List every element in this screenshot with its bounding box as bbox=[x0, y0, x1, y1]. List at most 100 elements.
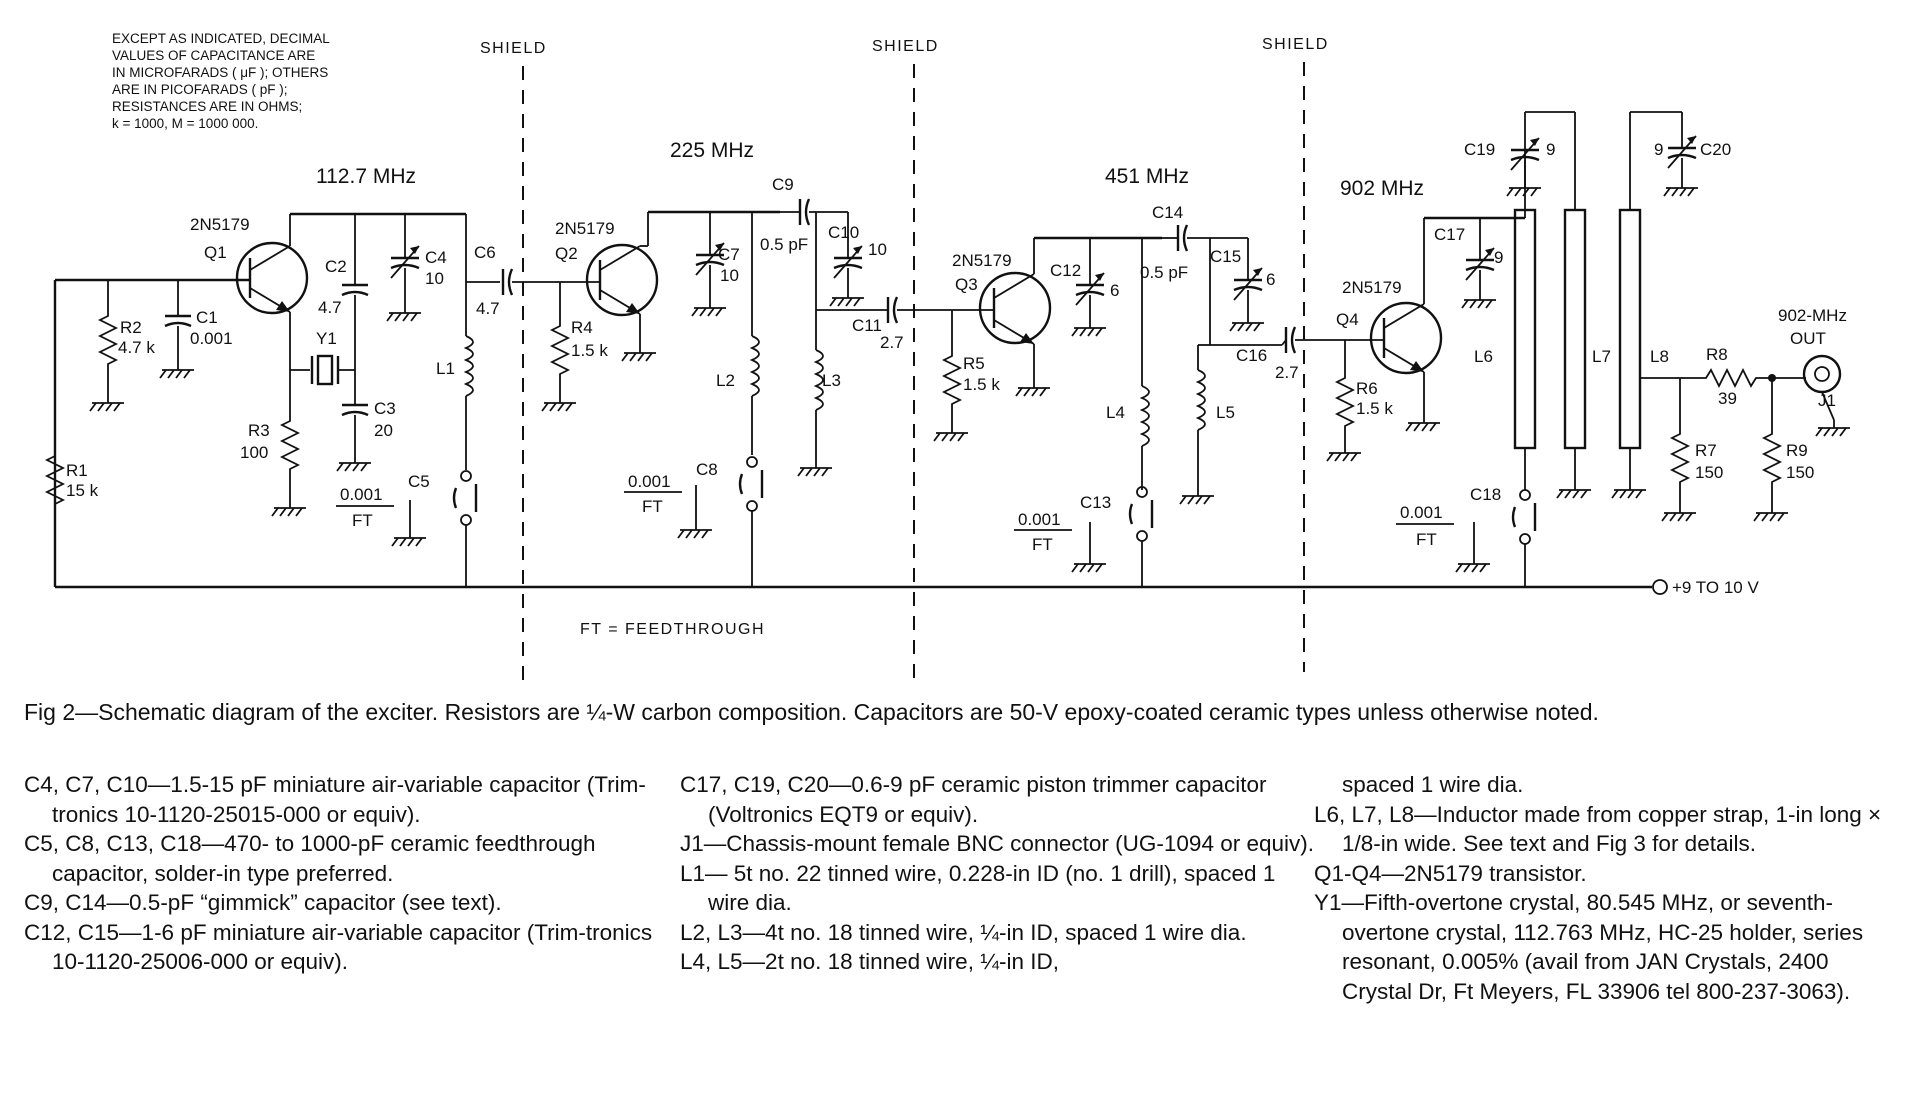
note-line: IN MICROFARADS ( μF ); OTHERS bbox=[112, 65, 328, 80]
capacitor-c1 bbox=[163, 314, 193, 328]
value-c19: 9 bbox=[1546, 140, 1555, 159]
part-note: Y1—Fifth-overtone crystal, 80.545 MHz, o… bbox=[1314, 890, 1864, 1004]
ft-label-c18: FT bbox=[1416, 530, 1437, 549]
part-note: C17, C19, C20—0.6-9 pF ceramic piston tr… bbox=[680, 772, 1267, 827]
resistor-r9 bbox=[1763, 427, 1781, 489]
feedthrough-c13 bbox=[1128, 485, 1154, 543]
label-c7: C7 bbox=[718, 245, 740, 264]
value-c14: 0.5 pF bbox=[1140, 263, 1188, 282]
out-label-2: OUT bbox=[1790, 329, 1826, 348]
q1-type: 2N5179 bbox=[190, 215, 250, 234]
label-l4: L4 bbox=[1106, 403, 1125, 422]
resistor-r3 bbox=[281, 414, 299, 476]
capacitor-c3 bbox=[340, 403, 370, 417]
out-label-1: 902-MHz bbox=[1778, 306, 1847, 325]
resistor-r2 bbox=[99, 309, 117, 371]
note-line: VALUES OF CAPACITANCE ARE bbox=[112, 48, 315, 63]
stage-q2: R4 1.5 k 2N5179 Q2 C7 10 L2 C8 0.001 FT bbox=[541, 175, 952, 587]
label-q1: Q1 bbox=[204, 243, 227, 262]
value-c15: 6 bbox=[1266, 270, 1275, 289]
label-l2: L2 bbox=[716, 371, 735, 390]
freq-stage-1: 112.7 MHz bbox=[316, 165, 416, 188]
label-l5: L5 bbox=[1216, 403, 1235, 422]
part-note: C12, C15—1-6 pF miniature air-variable c… bbox=[24, 919, 653, 975]
label-c12: C12 bbox=[1050, 261, 1081, 280]
label-c6: C6 bbox=[474, 243, 496, 262]
resistor-r4 bbox=[551, 319, 569, 381]
ft-value-c5: 0.001 bbox=[340, 485, 383, 504]
note-line: EXCEPT AS INDICATED, DECIMAL bbox=[112, 31, 330, 46]
part-note: C4, C7, C10—1.5-15 pF miniature air-vari… bbox=[24, 772, 646, 827]
label-l8: L8 bbox=[1650, 347, 1669, 366]
parts-column-2: C17, C19, C20—0.6-9 pF ceramic piston tr… bbox=[680, 770, 1314, 1006]
inductor-l5 bbox=[1197, 369, 1206, 431]
value-c3: 20 bbox=[374, 421, 393, 440]
value-r4: 1.5 k bbox=[571, 341, 608, 360]
label-r7: R7 bbox=[1695, 441, 1717, 460]
label-r4: R4 bbox=[571, 318, 593, 337]
label-r9: R9 bbox=[1786, 441, 1808, 460]
stage-q1: R1 15 k R2 4.7 k C1 0.001 2N5179 Q1 R3 1… bbox=[46, 212, 560, 587]
label-c16: C16 bbox=[1236, 346, 1267, 365]
label-r5: R5 bbox=[963, 354, 985, 373]
label-c3: C3 bbox=[374, 399, 396, 418]
value-r8: 39 bbox=[1718, 389, 1737, 408]
value-c20: 9 bbox=[1654, 140, 1663, 159]
freq-stage-2: 225 MHz bbox=[670, 139, 754, 162]
feedthrough-c18 bbox=[1511, 488, 1537, 546]
stripline-l8 bbox=[1618, 208, 1642, 450]
crystal-y1 bbox=[316, 354, 334, 386]
shield-label-1: SHIELD bbox=[480, 40, 547, 57]
units-note: EXCEPT AS INDICATED, DECIMAL VALUES OF C… bbox=[112, 31, 330, 131]
part-note: Q1-Q4—2N5179 transistor. bbox=[1314, 860, 1587, 886]
note-line: RESISTANCES ARE IN OHMS; bbox=[112, 99, 302, 114]
part-note: L4, L5—2t no. 18 tinned wire, ¼-in ID, bbox=[680, 949, 1059, 974]
transistor-q1 bbox=[235, 241, 309, 315]
inductor-l2 bbox=[751, 335, 760, 397]
part-note: C5, C8, C13, C18—470- to 1000-pF ceramic… bbox=[24, 831, 596, 886]
label-c5: C5 bbox=[408, 472, 430, 491]
label-c9: C9 bbox=[772, 175, 794, 194]
value-c4: 10 bbox=[425, 269, 444, 288]
stage-q4: R6 1.5 k 2N5179 Q4 C17 9 L6 C18 0.001 FT bbox=[1326, 111, 1851, 587]
resistor-r7 bbox=[1671, 427, 1689, 489]
label-c11: C11 bbox=[852, 316, 882, 335]
value-c7: 10 bbox=[720, 266, 739, 285]
value-c11: 2.7 bbox=[880, 333, 904, 352]
resistor-r6 bbox=[1336, 371, 1354, 433]
value-r2: 4.7 k bbox=[118, 338, 155, 357]
ft-note: FT = FEEDTHROUGH bbox=[580, 621, 765, 638]
label-l6: L6 bbox=[1474, 347, 1493, 366]
part-note: J1—Chassis-mount female BNC connector (U… bbox=[680, 831, 1314, 856]
value-r9: 150 bbox=[1786, 463, 1814, 482]
capacitor-c9 bbox=[798, 197, 811, 227]
figure-caption: Fig 2—Schematic diagram of the exciter. … bbox=[24, 699, 1599, 725]
ft-label-c5: FT bbox=[352, 511, 373, 530]
capacitor-c11 bbox=[886, 295, 899, 325]
label-c17: C17 bbox=[1434, 225, 1465, 244]
supply-terminal[interactable] bbox=[1652, 579, 1668, 595]
value-c17: 9 bbox=[1494, 248, 1503, 267]
stripline-l7 bbox=[1563, 208, 1587, 450]
label-c4: C4 bbox=[425, 248, 447, 267]
freq-stage-3: 451 MHz bbox=[1105, 165, 1189, 188]
stage-q3: R5 1.5 k 2N5179 Q3 C12 6 L4 C13 0.001 FT bbox=[933, 203, 1345, 587]
label-l1: L1 bbox=[436, 359, 455, 378]
label-j1: J1 bbox=[1818, 391, 1836, 410]
label-c14: C14 bbox=[1152, 203, 1183, 222]
supply-label: +9 TO 10 V bbox=[1672, 578, 1759, 597]
label-c19: C19 bbox=[1464, 140, 1495, 159]
label-c15: C15 bbox=[1210, 247, 1241, 266]
capacitor-c14 bbox=[1176, 223, 1189, 253]
label-q2: Q2 bbox=[555, 244, 578, 263]
part-note-continued: spaced 1 wire dia. bbox=[1342, 772, 1524, 797]
parts-list: C4, C7, C10—1.5-15 pF miniature air-vari… bbox=[24, 770, 1904, 1006]
bnc-connector-j1[interactable] bbox=[1802, 354, 1842, 394]
note-line: ARE IN PICOFARADS ( pF ); bbox=[112, 82, 288, 97]
part-note: L1— 5t no. 22 tinned wire, 0.228-in ID (… bbox=[680, 860, 1276, 916]
q3-type: 2N5179 bbox=[952, 251, 1012, 270]
label-c18: C18 bbox=[1470, 485, 1501, 504]
part-note: L2, L3—4t no. 18 tinned wire, ¼-in ID, s… bbox=[680, 919, 1247, 945]
label-y1: Y1 bbox=[316, 329, 337, 348]
label-q3: Q3 bbox=[955, 275, 978, 294]
